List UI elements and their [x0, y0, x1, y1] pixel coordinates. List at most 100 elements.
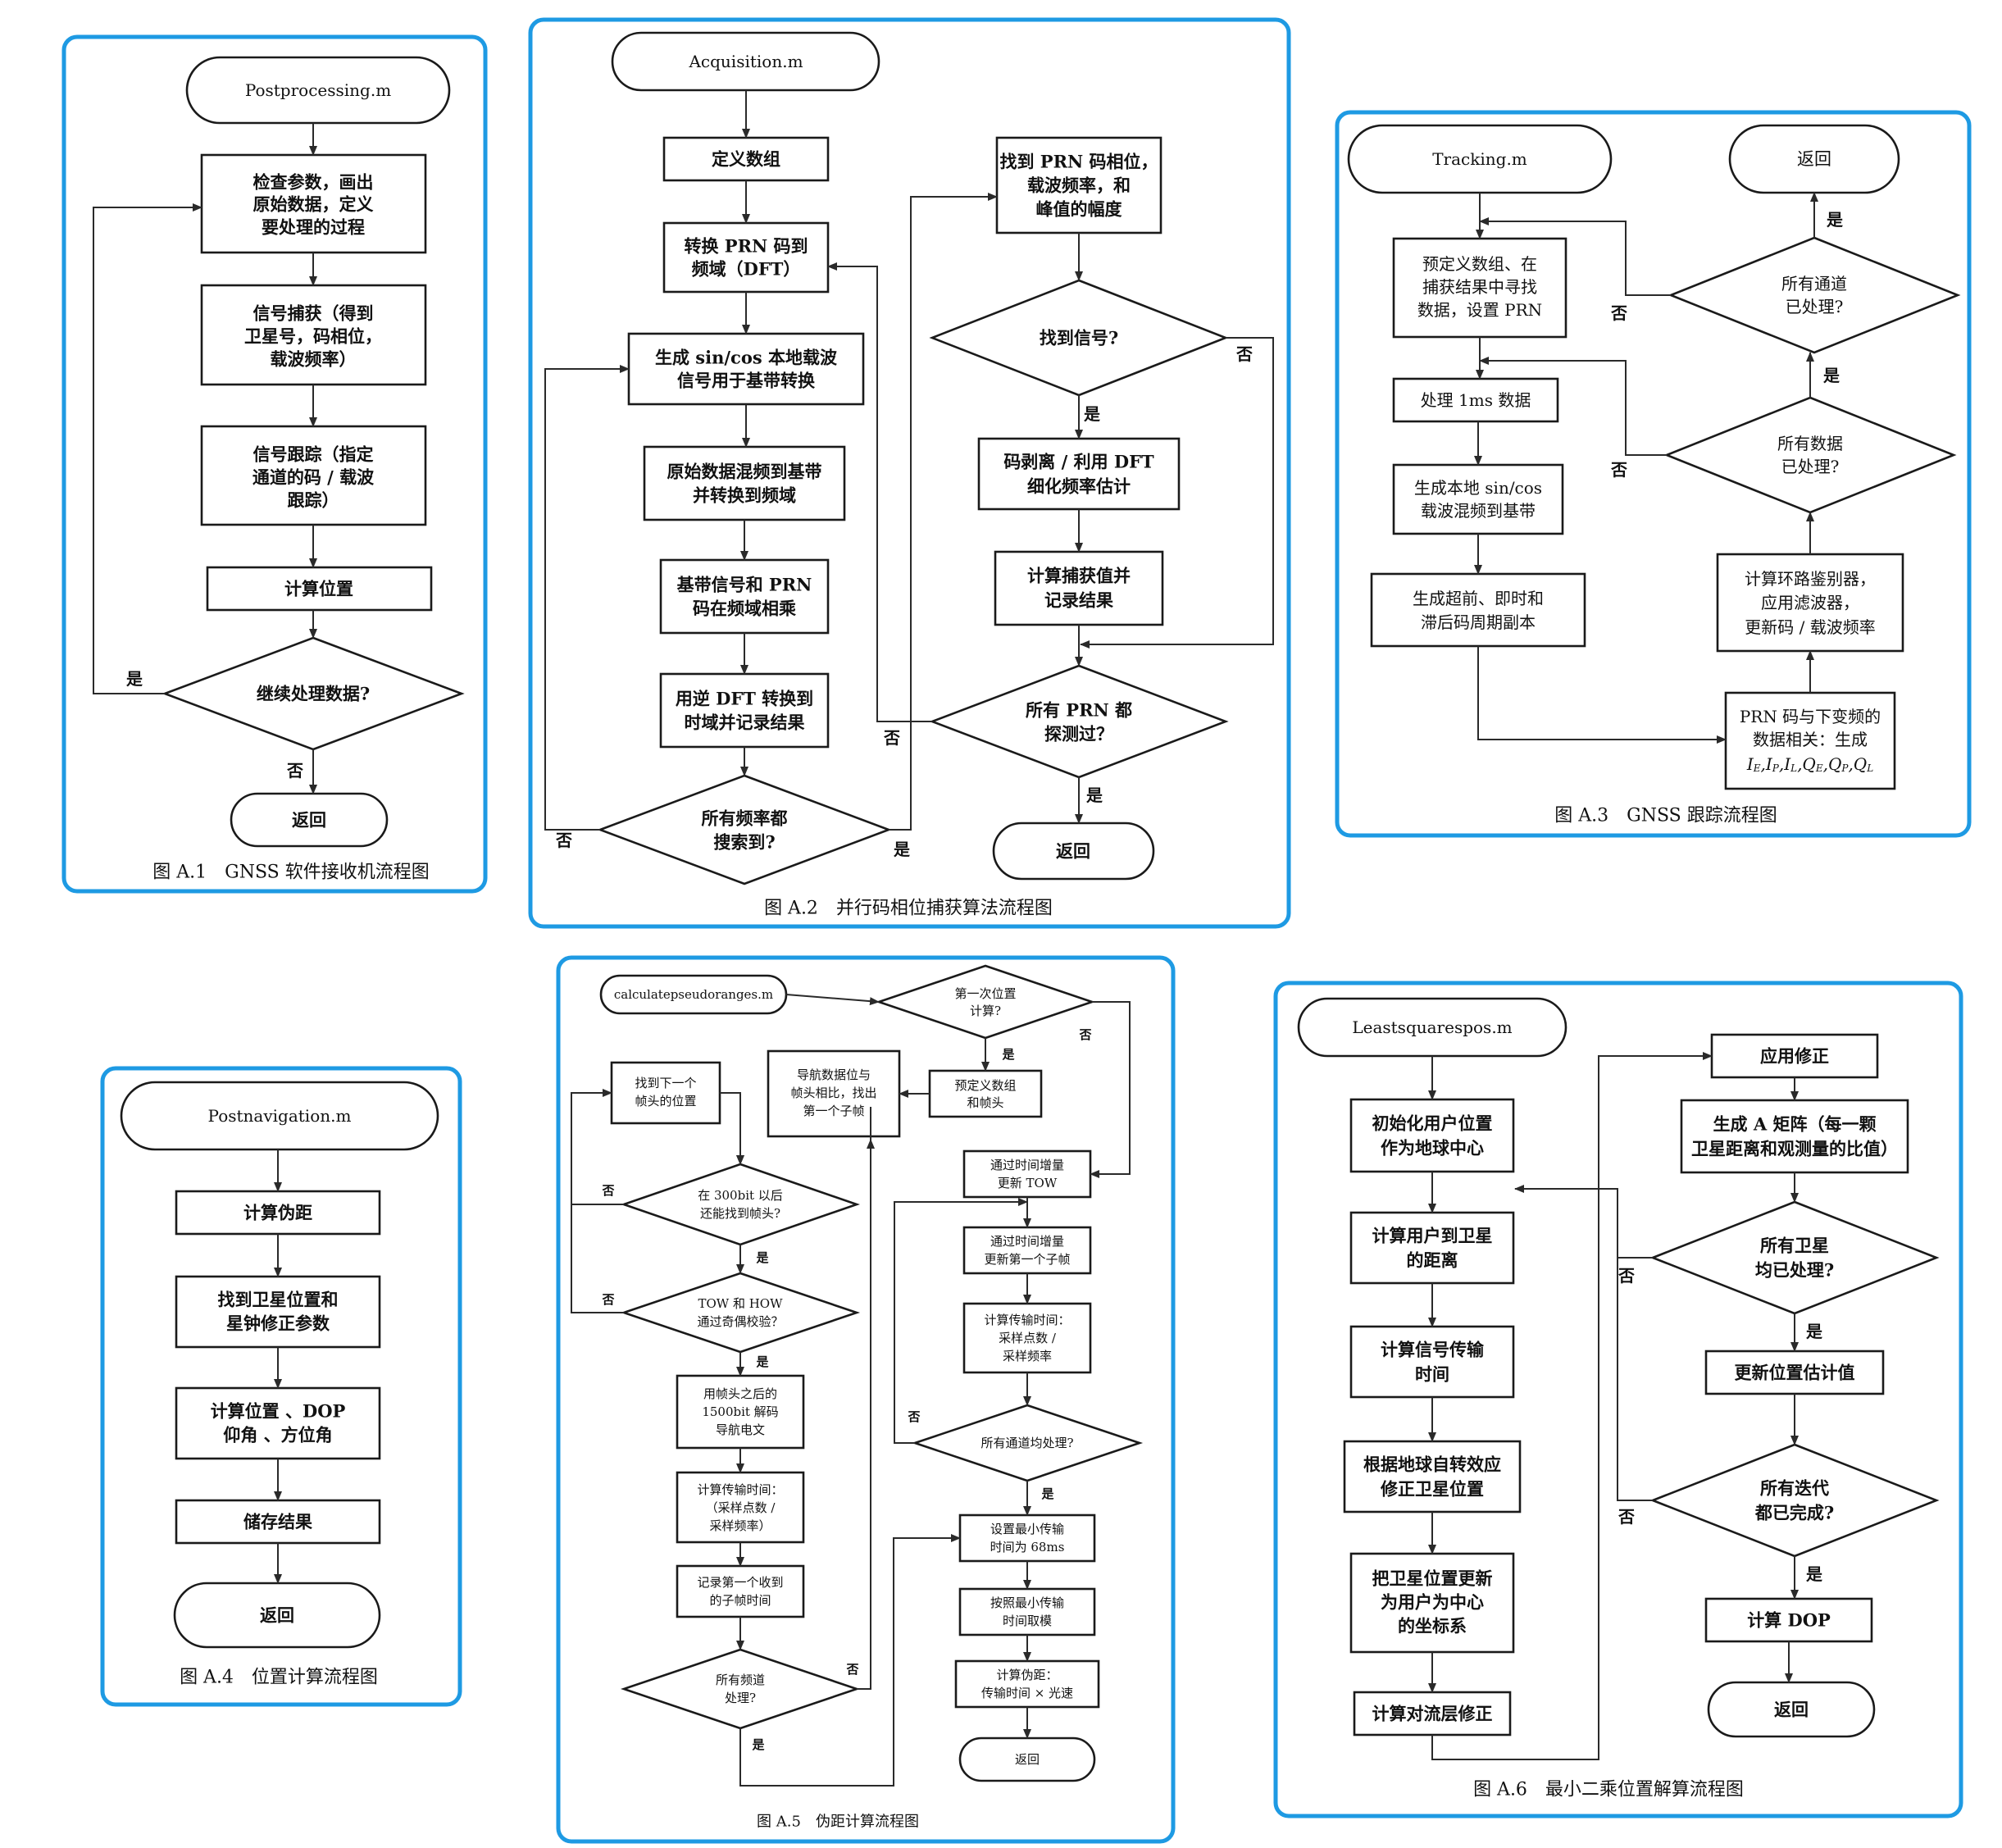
a3-yes-label-data: 是	[1822, 366, 1840, 385]
a1-step3-line2: 通道的码 / 载波	[253, 467, 375, 488]
a3-decision-all-channels	[1668, 236, 1961, 354]
a5-no-label-first: 否	[1078, 1027, 1091, 1042]
a6-no-label-satellites: 否	[1618, 1266, 1635, 1286]
a6-l1-line2: 作为地球中心	[1381, 1138, 1484, 1158]
a6-earth-rotation	[1343, 1440, 1522, 1513]
a2-d3-line2: 探测过？	[1044, 724, 1113, 744]
a6-l4-line1: 根据地球自转效应	[1363, 1454, 1501, 1475]
a2-r3-line2: 记录结果	[1044, 590, 1113, 611]
a5-compute-transit	[962, 1302, 1092, 1374]
a5-d2-line1: TOW 和 HOW	[698, 1296, 783, 1311]
a2-s4-line1: 原始数据混频到基带	[667, 462, 822, 482]
a2-s1-label: 定义数组	[712, 149, 780, 170]
a1-step2-line2: 卫星号，码相位，	[244, 326, 382, 347]
a6-l3-line1: 计算信号传输	[1381, 1340, 1485, 1360]
a5-p6-line1: 记录第一个收到	[697, 1575, 783, 1590]
a3-s6-line2: 应用滤波器，	[1761, 593, 1859, 612]
a6-transit-time	[1349, 1325, 1515, 1399]
a2-end-label: 返回	[1056, 841, 1090, 862]
a6-start-label: Leastsquarespos.m	[1352, 1017, 1512, 1037]
a5-no-label-parity: 否	[601, 1292, 614, 1307]
a1-step2-line1: 信号捕获（得到	[253, 303, 374, 324]
a3-s1-line1: 预定义数组、在	[1422, 254, 1537, 274]
a6-r2-line2: 卫星距离和观测量的比值）	[1691, 1139, 1898, 1159]
a3-s6-line3: 更新码 / 载波频率	[1745, 617, 1875, 637]
a3-s4-line1: 生成超前、即时和	[1413, 589, 1544, 608]
a4-s2-line2: 星钟修正参数	[226, 1313, 330, 1334]
a1-step1-line3: 要处理的过程	[262, 217, 365, 238]
a6-r3-label: 更新位置估计值	[1735, 1363, 1855, 1383]
a5-d4-label: 所有通道均处理?	[981, 1436, 1073, 1450]
a6-end-label: 返回	[1774, 1700, 1809, 1720]
a2-d3-line1: 所有 PRN 都	[1026, 700, 1132, 721]
a3-s5-line3: IE,IP,IL,QE,QP,QL	[1746, 754, 1873, 774]
a2-d2-label: 找到信号?	[1040, 328, 1118, 348]
a5-d1-line1: 在 300bit 以后	[698, 1188, 783, 1203]
a5-d3-line1: 所有频道	[716, 1673, 765, 1687]
a2-s3-line1: 生成 sin/cos 本地载波	[655, 348, 838, 368]
a2-r1-line2: 载波频率，和	[1027, 175, 1131, 196]
a5-p2-line2: 帧头相比，找出	[790, 1086, 876, 1100]
a3-no-label-data: 否	[1610, 460, 1627, 480]
a6-no-label-iterations: 否	[1618, 1507, 1635, 1527]
a5-d0-line2: 计算?	[970, 1004, 1001, 1018]
a2-end-terminal	[992, 822, 1155, 881]
a5-d2-line2: 通过奇偶校验？	[697, 1314, 783, 1329]
a3-s5-line1: PRN 码与下变频的	[1740, 707, 1881, 726]
a3-s3-line2: 载波混频到基带	[1421, 501, 1536, 521]
a6-l3-line2: 时间	[1415, 1364, 1449, 1385]
a3-d1-line1: 所有通道	[1781, 274, 1847, 294]
a3-s1-line3: 数据，设置 PRN	[1417, 300, 1542, 320]
a6-r1-label: 应用修正	[1760, 1046, 1829, 1067]
a4-caption: 图 A.4 位置计算流程图	[180, 1668, 378, 1688]
a2-no-label-freq: 否	[555, 831, 572, 850]
a6-gen-a-matrix	[1680, 1099, 1909, 1174]
a5-q3-line2: 采样点数 /	[999, 1331, 1057, 1345]
a2-mix-baseband	[643, 445, 846, 521]
a1-step-compute-position	[206, 566, 433, 612]
a5-compare-header	[767, 1049, 901, 1138]
a2-caption: 图 A.2 并行码相位捕获算法流程图	[764, 899, 1053, 919]
a5-q3-line3: 采样频率	[1003, 1349, 1052, 1363]
a4-s4-label: 储存结果	[243, 1512, 312, 1532]
a2-gen-carrier	[627, 332, 865, 406]
a6-d1-line2: 均已处理?	[1755, 1260, 1834, 1281]
a5-caption: 图 A.5 伪距计算流程图	[757, 1814, 919, 1831]
figure-a5: calculatepseudoranges.m 第一次位置 计算? 预定义数组 …	[556, 955, 1176, 1844]
a6-apply-correction	[1710, 1033, 1879, 1079]
a4-s3-line2: 仰角 、方位角	[223, 1425, 332, 1445]
a6-l4-line2: 修正卫星位置	[1380, 1479, 1484, 1500]
a5-yes-label-processed: 是	[1040, 1486, 1054, 1501]
a5-p3-line2: 帧头的位置	[635, 1094, 696, 1108]
a2-r1-line1: 找到 PRN 码相位，	[999, 152, 1158, 172]
a2-multiply	[659, 558, 830, 635]
a3-s2-label: 处理 1ms 数据	[1421, 390, 1531, 410]
a6-l2-line1: 计算用户到卫星	[1372, 1226, 1493, 1246]
a4-s2-line1: 找到卫星位置和	[218, 1290, 339, 1310]
a2-prn-to-freq	[662, 221, 830, 294]
a1-step1-line1: 检查参数，画出	[253, 172, 374, 193]
a3-start-label: Tracking.m	[1432, 149, 1527, 169]
a3-s4-line2: 滞后码周期副本	[1421, 612, 1536, 632]
a5-no-label-channels: 否	[845, 1662, 858, 1677]
figure-a4: Postnavigation.m 计算伪距 找到卫星位置和 星钟修正参数 计算位…	[100, 1066, 462, 1707]
a2-s2-line2: 频域（DFT）	[692, 259, 801, 280]
a2-inverse-dft	[659, 672, 830, 749]
a4-compute-dop	[175, 1386, 381, 1460]
a5-no-label-processed: 否	[907, 1409, 920, 1424]
a5-p2-line3: 第一个子帧	[803, 1104, 864, 1118]
a4-start-terminal	[120, 1081, 439, 1151]
a6-l2-line2: 的距离	[1407, 1250, 1458, 1271]
a2-d1-line2: 搜索到?	[713, 832, 775, 853]
a5-p1-line1: 预定义数组	[954, 1078, 1016, 1093]
a6-l1-line1: 初始化用户位置	[1372, 1113, 1493, 1134]
a4-end-label: 返回	[260, 1605, 294, 1626]
a3-d2-line1: 所有数据	[1777, 434, 1843, 453]
a3-s6-line1: 计算环路鉴别器，	[1745, 569, 1876, 589]
a6-troposphere	[1353, 1691, 1512, 1736]
a2-s6-line2: 时域并记录结果	[685, 712, 805, 733]
a5-q2-line2: 更新第一个子帧	[984, 1252, 1070, 1267]
a5-q4-line2: 时间为 68ms	[990, 1540, 1065, 1554]
a3-d2-line2: 已处理?	[1781, 457, 1840, 476]
a5-d1-line2: 还能找到帧头?	[700, 1206, 780, 1221]
